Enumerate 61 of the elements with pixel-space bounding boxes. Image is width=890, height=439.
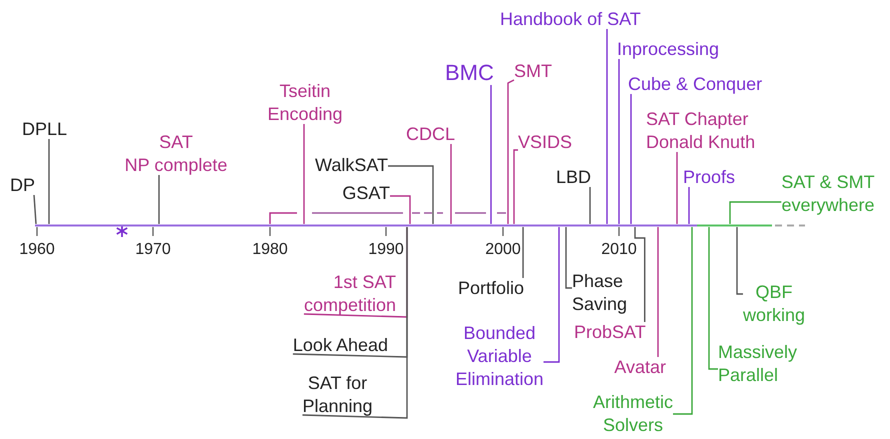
leader-line (33, 194, 37, 224)
leader-line (673, 227, 693, 415)
leader-line (513, 149, 518, 224)
event-label: Massively Parallel (709, 341, 819, 387)
event-label: Phase Saving (566, 270, 640, 316)
leader-line (303, 124, 305, 224)
leader-line (522, 227, 524, 278)
leader-line (589, 187, 591, 224)
leader-line (676, 152, 678, 224)
leader-line (634, 227, 646, 322)
event-label: 1st SAT competition (270, 271, 396, 317)
timeline-axis (35, 224, 805, 227)
event-label: SMT (514, 60, 570, 83)
event-label: SAT Chapter Donald Knuth (646, 108, 781, 154)
event-label: SAT NP complete (120, 131, 232, 177)
leader-line (708, 227, 718, 370)
leader-line (450, 144, 452, 224)
event-label: Cube & Conquer (628, 73, 798, 96)
event-label: Inprocessing (617, 38, 742, 61)
leader-line (544, 227, 560, 363)
leader-line (688, 187, 690, 224)
event-label: DPLL (22, 118, 78, 141)
year-label: 2010 (600, 240, 638, 260)
year-label: 1960 (18, 240, 56, 260)
event-label: Arithmetic Solvers (572, 391, 694, 437)
event-label: Bounded Variable Elimination (440, 322, 559, 391)
event-label: VSIDS (518, 131, 594, 154)
event-label: LBD (556, 166, 614, 189)
event-label: Handbook of SAT (500, 8, 672, 31)
event-label: CDCL (406, 123, 466, 146)
leader-line (388, 165, 434, 224)
event-label: Look Ahead (258, 334, 388, 357)
event-label: DP (10, 174, 44, 197)
leader-line (48, 139, 50, 224)
event-label: Portfolio (458, 277, 534, 300)
event-label: WalkSAT (315, 154, 401, 177)
leader-line (390, 195, 411, 224)
event-label: Tseitin Encoding (250, 80, 360, 126)
leader-line (507, 79, 514, 224)
leader-line (618, 59, 620, 224)
leader-line (736, 227, 743, 295)
year-label: 1980 (251, 240, 289, 260)
event-label: QBF working (737, 281, 811, 327)
event-label: ProbSAT (574, 321, 654, 344)
year-label: 1990 (367, 240, 405, 260)
leader-line (657, 227, 659, 357)
event-label: SAT & SMT everywhere (768, 171, 888, 217)
leader-line (565, 227, 572, 289)
event-label: BMC (445, 59, 515, 86)
event-label: Proofs (683, 166, 747, 189)
year-label: 2000 (484, 240, 522, 260)
leader-line (158, 175, 160, 224)
leader-line (729, 201, 782, 224)
leader-line (630, 94, 632, 224)
leader-line (490, 85, 492, 224)
event-label: GSAT (325, 182, 390, 205)
year-label: 1970 (134, 240, 172, 260)
leader-line (302, 227, 408, 419)
leader-line (606, 29, 608, 224)
event-label: SAT for Planning (290, 372, 385, 418)
event-label: Avatar (604, 356, 666, 379)
